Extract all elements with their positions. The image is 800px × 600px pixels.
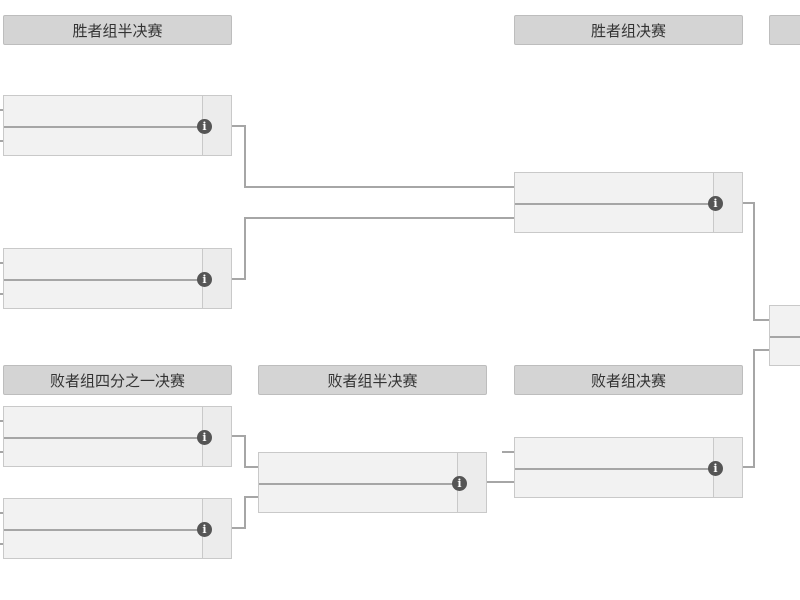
team-slot[interactable] (515, 173, 714, 205)
team-slot[interactable] (4, 529, 203, 559)
team-slot[interactable] (515, 203, 714, 233)
round-header-grand-final (769, 15, 800, 45)
match-winners-semifinal-2[interactable]: i (3, 248, 232, 309)
info-icon[interactable]: i (197, 522, 212, 537)
info-icon[interactable]: i (197, 430, 212, 445)
info-icon[interactable]: i (197, 272, 212, 287)
match-winners-semifinal-1[interactable]: i (3, 95, 232, 156)
team-slot[interactable] (4, 499, 203, 531)
team-slot[interactable] (515, 438, 714, 470)
info-icon[interactable]: i (708, 196, 723, 211)
match-losers-semifinal[interactable]: i (258, 452, 487, 513)
info-icon[interactable]: i (197, 119, 212, 134)
info-icon[interactable]: i (708, 461, 723, 476)
team-slot[interactable] (259, 453, 458, 485)
match-losers-final[interactable]: i (514, 437, 743, 498)
team-slot[interactable] (515, 468, 714, 498)
match-losers-quarterfinal-2[interactable]: i (3, 498, 232, 559)
team-slot[interactable] (770, 306, 800, 338)
team-slot[interactable] (4, 407, 203, 439)
team-slot[interactable] (770, 336, 800, 366)
match-winners-final[interactable]: i (514, 172, 743, 233)
team-slot[interactable] (4, 437, 203, 467)
round-header-winners-final: 胜者组决赛 (514, 15, 743, 45)
team-slot[interactable] (4, 126, 203, 156)
round-header-losers-quarterfinal: 败者组四分之一决赛 (3, 365, 232, 395)
round-header-losers-semifinal: 败者组半决赛 (258, 365, 487, 395)
team-slot[interactable] (4, 249, 203, 281)
match-losers-quarterfinal-1[interactable]: i (3, 406, 232, 467)
team-slot[interactable] (4, 96, 203, 128)
team-slot[interactable] (259, 483, 458, 513)
round-header-winners-semifinal: 胜者组半决赛 (3, 15, 232, 45)
info-icon[interactable]: i (452, 476, 467, 491)
match-grand-final[interactable] (769, 305, 800, 366)
team-slot[interactable] (4, 279, 203, 309)
round-header-losers-final: 败者组决赛 (514, 365, 743, 395)
